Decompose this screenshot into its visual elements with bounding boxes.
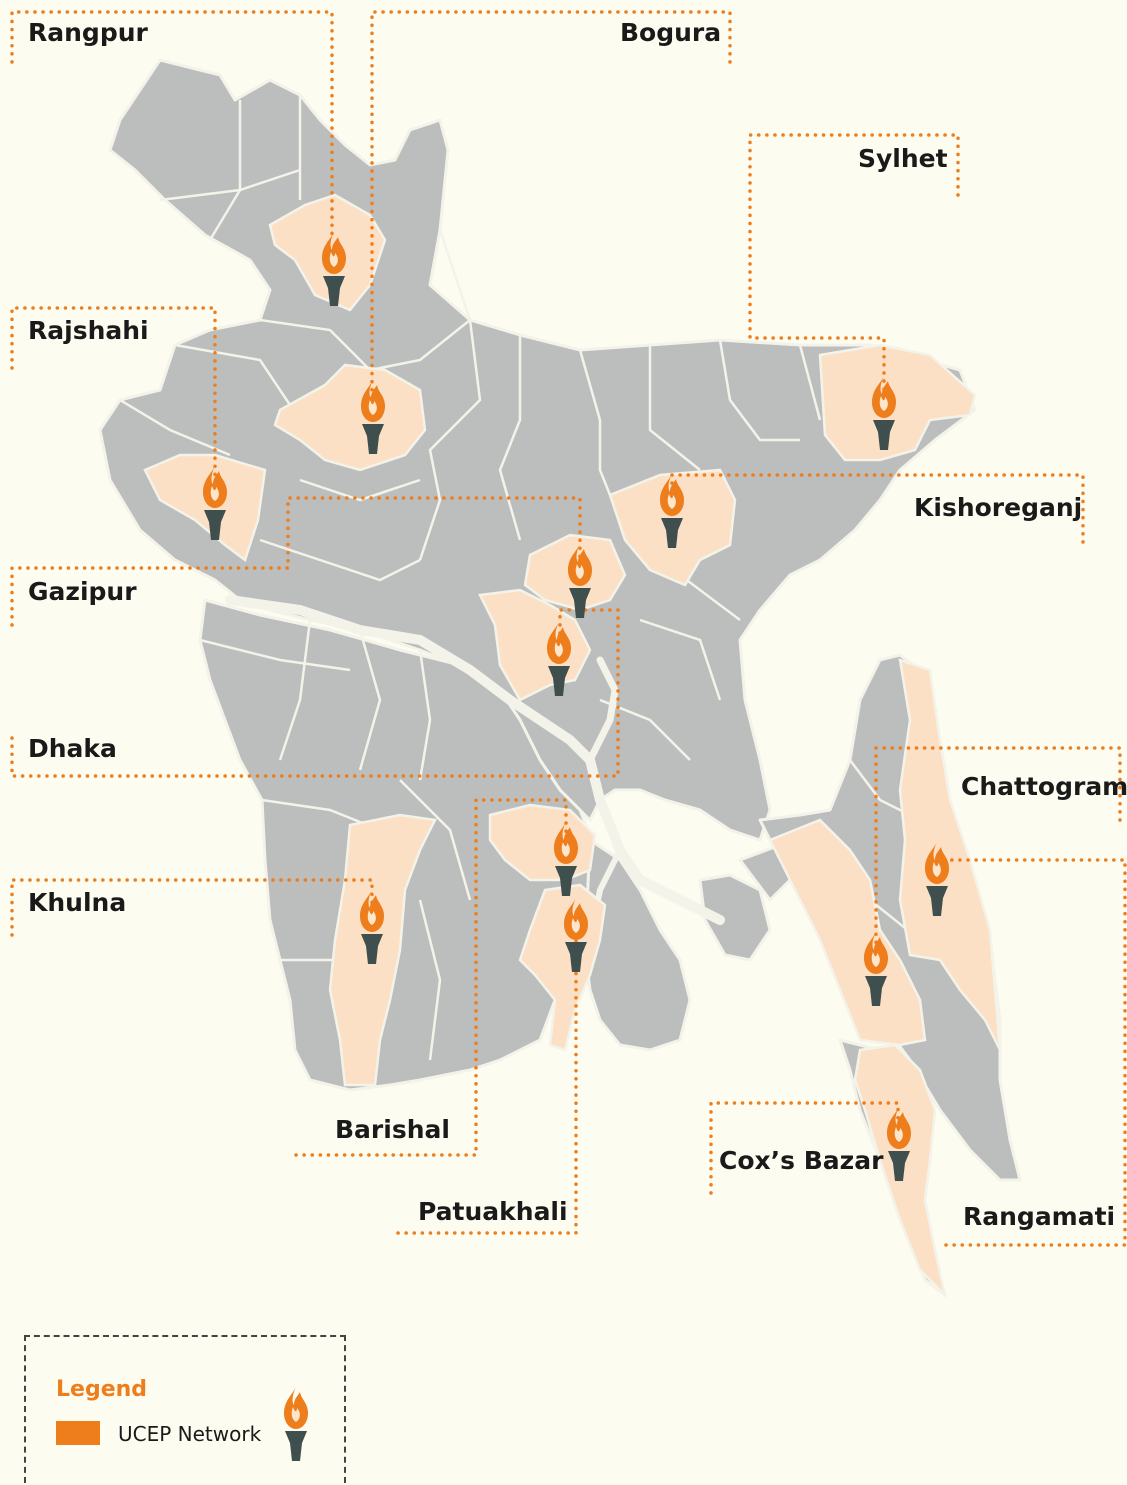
- leader-rajshahi: [10, 306, 217, 487]
- label-rangamati: Rangamati: [963, 1202, 1116, 1231]
- leader-kishoreganj: [670, 473, 1085, 544]
- legend: Legend UCEP Network: [24, 1335, 346, 1483]
- southcentral-region: [583, 838, 692, 1052]
- leader-coxs-bazar: [709, 1101, 900, 1195]
- leader-gazipur: [10, 496, 582, 627]
- leader-khulna: [10, 878, 374, 937]
- label-rajshahi: Rajshahi: [28, 316, 149, 345]
- leader-lines: [10, 10, 1127, 1247]
- label-barishal: Barishal: [335, 1115, 450, 1144]
- leader-bogura: [370, 10, 732, 402]
- label-khulna: Khulna: [28, 888, 127, 917]
- highlighted-districts: [143, 193, 1002, 1299]
- leader-sylhet: [748, 133, 960, 402]
- district-sylhet: [818, 343, 977, 462]
- leader-barishal: [294, 798, 568, 1157]
- label-sylhet: Sylhet: [858, 144, 948, 173]
- leader-dhaka: [10, 608, 620, 778]
- district-rajshahi: [143, 453, 267, 563]
- legend-item-label: UCEP Network: [118, 1422, 262, 1446]
- label-kishoreganj: Kishoreganj: [914, 493, 1083, 522]
- label-bogura: Bogura: [620, 18, 722, 47]
- label-chattogram: Chattogram: [961, 772, 1127, 801]
- label-gazipur: Gazipur: [28, 577, 137, 606]
- label-dhaka: Dhaka: [28, 734, 117, 763]
- torch-icon: [284, 1387, 308, 1461]
- island-a: [698, 873, 772, 962]
- leader-rangpur: [10, 10, 334, 242]
- district-rangamati: [898, 658, 1002, 1051]
- leader-rangamati: [943, 858, 1127, 1247]
- leader-chattogram: [874, 746, 1122, 960]
- district-khulna: [328, 813, 437, 1087]
- district-chattogram: [768, 818, 927, 1047]
- district-borders: [119, 95, 961, 1061]
- label-rangpur: Rangpur: [28, 18, 148, 47]
- legend-swatch: [56, 1421, 100, 1445]
- label-patuakhali: Patuakhali: [418, 1197, 568, 1226]
- district-bogura: [273, 363, 427, 472]
- label-coxs-bazar: Cox’s Bazar: [719, 1146, 884, 1175]
- leader-patuakhali: [396, 938, 578, 1235]
- legend-title: Legend: [56, 1377, 148, 1402]
